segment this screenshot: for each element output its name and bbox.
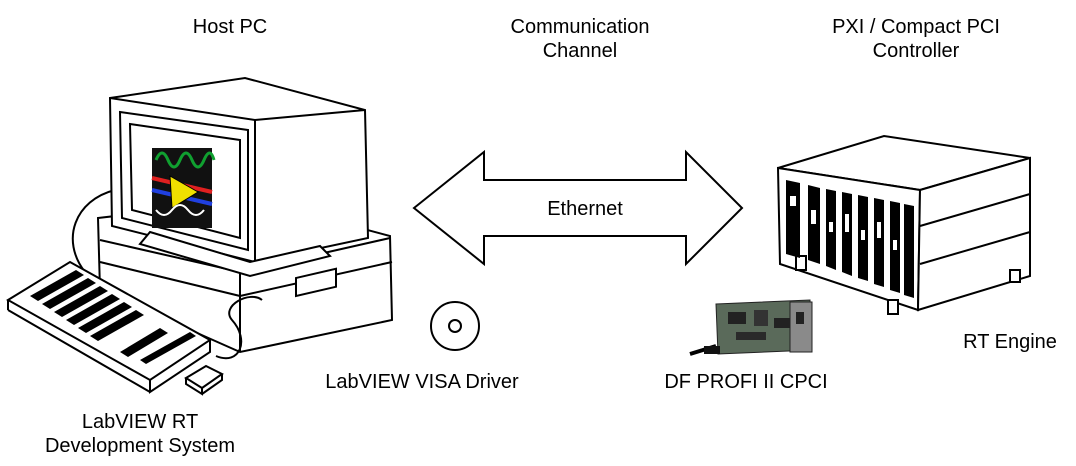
pxi-slot-modules (786, 180, 914, 298)
host-pc-label: Host PC (192, 16, 268, 38)
rt-engine-label: RT Engine (963, 331, 1057, 353)
profi-card-label: DF PROFI II CPCI (664, 371, 828, 393)
labview-logo-icon (151, 148, 216, 228)
ethernet-double-arrow (412, 149, 744, 267)
development-system-label: LabVIEW RT Development System (44, 411, 236, 457)
visa-driver-label: LabVIEW VISA Driver (325, 371, 519, 393)
communication-channel-label: Communication Channel (510, 16, 650, 62)
pxi-controller-label: PXI / Compact PCI Controller (832, 16, 1000, 62)
profi-card-image (689, 299, 813, 356)
keyboard (6, 260, 212, 394)
mouse (184, 295, 263, 396)
ethernet-label: Ethernet (547, 198, 623, 220)
cd-disc-icon (430, 301, 480, 351)
